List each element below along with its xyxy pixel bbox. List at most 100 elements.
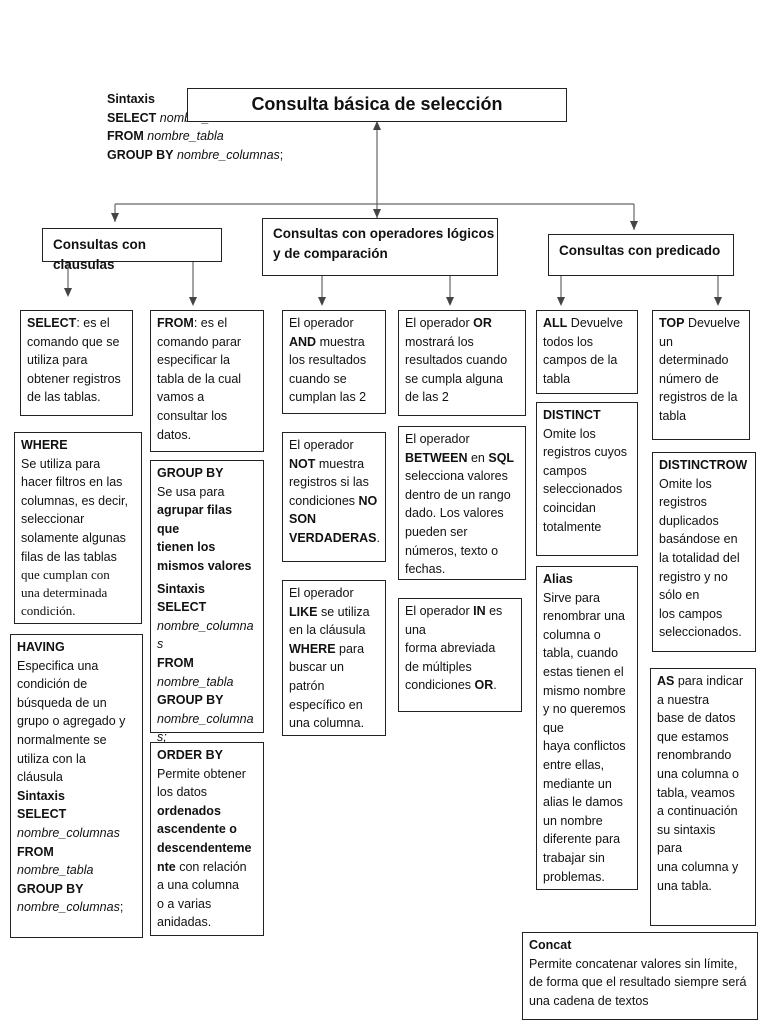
operator-like-text-0: El operador [289,586,354,600]
predicate-all-kw: ALL [543,316,568,330]
clause-having-syntax-from: FROM [17,844,54,859]
operator-not-box: El operador NOT muestra registros si las… [282,432,386,562]
clause-having-syntax-arg3: nombre_columnas [17,900,120,915]
operator-or-text-0: El operador [405,316,474,330]
operator-or-text-2: resultados cuando [405,353,508,368]
predicate-as-text-8: su sintaxis [657,822,716,837]
clause-groupby-text-0: Se usa para [157,484,225,499]
clause-having-syntax-arg2: nombre_tabla [17,863,94,878]
clause-orderby-bold-0: ordenados [157,803,221,818]
predicate-alias-text-12: un nombre [543,813,603,828]
clause-select-text-1: comando que se [27,334,120,349]
operator-not-kw: NOT [289,456,316,471]
predicate-top-text-5: tabla [659,408,687,423]
clause-having-syntax-heading: Sintaxis [17,788,65,803]
operator-and-text-1: muestra [316,334,365,349]
operator-or-box: El operador OR mostrará los resultados c… [398,310,526,416]
operator-in-text-1: es [485,604,503,618]
clause-where-serif-1: una determinada [21,585,108,601]
clause-select-box: SELECT: es el comando que se utiliza par… [20,310,133,416]
clause-groupby-syntax-arg1a: nombre_columna [157,618,254,633]
predicate-distinctrow-text-7: los campos [659,606,723,621]
predicate-distinct-text-1: registros cuyos [543,445,628,460]
predicate-distinctrow-text-3: basándose en [659,532,738,547]
syntax-group-kw: GROUP BY [107,147,174,162]
predicate-all-text-0: Devuelve [567,316,623,330]
clause-having-text-5: utiliza con la [17,751,86,766]
clause-select-text-2: utiliza para [27,353,88,368]
clause-where-text-5: filas de las tablas [21,549,117,564]
category-operadores-line2: y de comparación [273,246,388,261]
predicate-as-text-2: base de datos [657,711,736,726]
predicate-distinctrow-kw: DISTINCTROW [659,458,748,472]
predicate-all-text-3: tabla [543,371,571,386]
concat-box: Concat Permite concatenar valores sin lí… [522,932,758,1020]
clause-select-text-0: : es el [76,316,110,330]
clause-having-syntax-arg1: nombre_columnas [17,825,120,840]
clause-orderby-tail: con relación [175,859,247,874]
operator-or-kw: OR [473,316,492,330]
concat-text-0: Permite concatenar valores sin límite, [529,956,738,971]
operator-and-box: El operador AND muestra los resultados c… [282,310,386,414]
clause-where-kw: WHERE [21,438,68,452]
syntax-terminator: ; [279,147,284,162]
operator-or-text-3: se cumpla alguna [405,371,503,386]
predicate-alias-text-3: tabla, cuando [543,646,619,661]
operator-like-text-7: una columna. [289,716,365,731]
predicate-distinctrow-text-5: registro y no [659,569,728,584]
clause-where-text-4: solamente algunas [21,530,126,545]
operator-or-text-4: de las 2 [405,390,449,405]
predicate-distinct-text-5: totalmente [543,519,602,534]
predicate-as-text-10: una columna y [657,859,739,874]
concat-text-1: de forma que el resultado siempre será [529,975,747,990]
clause-from-text-1: comando parar [157,334,242,349]
clause-groupby-syntax-arg1b: s [157,637,164,652]
predicate-as-text-4: renombrando [657,748,732,763]
operator-between-sql: SQL [488,450,515,465]
operator-between-text-6: números, texto o [405,543,499,558]
clause-from-text-2: especificar la [157,353,230,368]
operator-in-text-2: una [405,622,426,637]
operator-like-text-3: para [335,641,365,656]
operator-between-text-7: fechas. [405,562,446,577]
predicate-distinct-text-2: campos [543,463,587,478]
predicate-distinct-text-4: coincidan [543,500,596,515]
category-operadores: Consultas con operadores lógicos y de co… [262,218,498,276]
concat-kw: Concat [529,938,572,952]
operator-like-text-1: se utiliza [317,604,370,619]
operator-like-where: WHERE [289,641,336,656]
clause-having-text-6: cláusula [17,770,63,785]
predicate-alias-box: Alias Sirve para renombrar una columna o… [536,566,638,890]
clause-having-kw: HAVING [17,640,65,654]
predicate-alias-text-8: haya conflictos [543,739,626,754]
clause-from-kw: FROM [157,316,194,330]
predicate-distinctrow-text-0: Omite los [659,476,712,491]
clause-groupby-syntax-arg3a: nombre_columna [157,711,254,726]
syntax-heading: Sintaxis [107,92,155,106]
operator-and-kw: AND [289,334,317,349]
operator-between-text-4: dado. Los valores [405,506,504,521]
operator-like-text-4: buscar un [289,660,344,675]
operator-or-text-1: mostrará los [405,334,474,349]
operator-and-text-3: cuando se [289,371,347,386]
predicate-all-box: ALL Devuelve todos los campos de la tabl… [536,310,638,394]
clause-from-text-6: datos. [157,427,192,442]
operator-in-text-0: El operador [405,604,474,618]
clause-having-text-0: Especifica una [17,658,99,673]
operator-in-or: OR [474,678,494,693]
operator-like-text-6: específico en [289,697,363,712]
predicate-alias-text-7: que [543,720,564,735]
predicate-alias-text-11: alias le damos [543,795,623,810]
syntax-select-kw: SELECT [107,110,157,125]
operator-and-text-4: cumplan las 2 [289,390,367,405]
clause-orderby-kw: ORDER BY [157,748,223,762]
predicate-all-text-2: campos de la [543,353,618,368]
predicate-alias-text-15: problemas. [543,869,605,884]
predicate-distinctrow-box: DISTINCTROW Omite los registros duplicad… [652,452,756,652]
predicate-distinctrow-text-8: seleccionados. [659,625,742,640]
operator-in-text-4: de múltiples [405,659,472,674]
clause-orderby-box: ORDER BY Permite obtener los datos orden… [150,742,264,936]
predicate-as-text-9: para [657,841,683,856]
predicate-top-text-2: determinado [659,353,729,368]
category-predicado: Consultas con predicado [548,234,734,276]
